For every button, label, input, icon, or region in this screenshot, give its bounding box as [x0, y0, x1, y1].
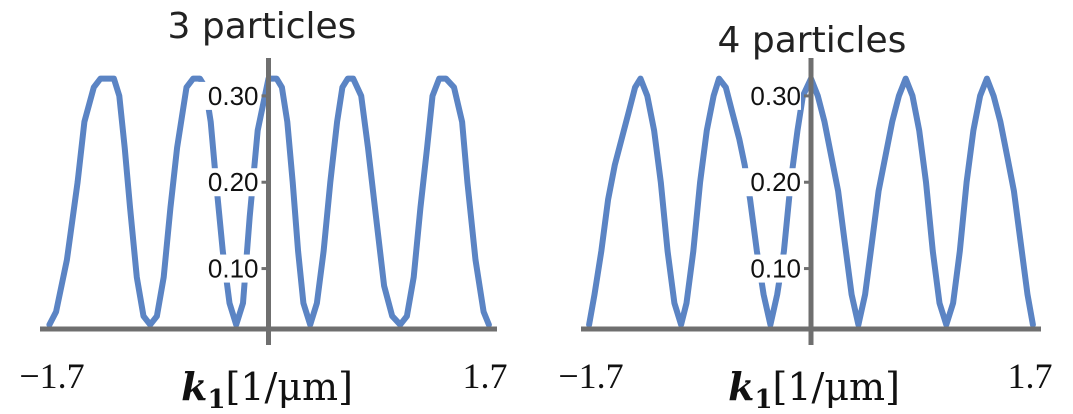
- y-tick-label-backdrop-1: [196, 168, 259, 197]
- y-tick-label-0: 0.10: [208, 254, 259, 284]
- series-layer: [46, 75, 492, 328]
- chart-title: 4 particles: [718, 20, 907, 61]
- x-tick-label-min: −1.7: [19, 356, 84, 396]
- y-tick-label-2: 0.30: [750, 81, 801, 111]
- x-axis-label: k1[1/μm]: [728, 364, 900, 414]
- x-tick-label-max: 1.7: [463, 356, 508, 396]
- chart-panel-4-particles: 4 particles 0.10 0.20 0.30 −1.7 1.7 k1[1/μ…: [558, 20, 1052, 414]
- y-tick-label-1: 0.20: [208, 167, 259, 197]
- y-tick-label-2: 0.30: [208, 81, 259, 111]
- y-tick-label-1: 0.20: [750, 167, 801, 197]
- y-ticks: 0.10 0.20 0.30: [196, 81, 269, 284]
- x-tick-label-max: 1.7: [1008, 356, 1053, 396]
- y-tick-label-backdrop-0: [196, 254, 259, 283]
- x-axis-label-var: k: [181, 364, 207, 409]
- x-axis-label-sub: 1: [754, 385, 772, 414]
- x-axis-label-unit: [1/μm]: [773, 365, 900, 409]
- y-tick-label-backdrop-2: [196, 81, 259, 110]
- chart-title: 3 particles: [168, 6, 357, 47]
- series-layer: [586, 75, 1036, 328]
- y-tick-label-backdrop-1: [739, 168, 801, 197]
- x-axis-label-var: k: [728, 364, 754, 409]
- x-axis-label-sub: 1: [207, 385, 225, 414]
- x-tick-label-min: −1.7: [558, 356, 623, 396]
- y-ticks: 0.10 0.20 0.30: [739, 81, 811, 284]
- series-line-0: [586, 75, 1036, 328]
- y-tick-label-0: 0.10: [750, 254, 801, 284]
- y-tick-label-backdrop-0: [739, 254, 801, 283]
- chart-panel-3-particles: 3 particles 0.10 0.20 0.30 −1.7 1.7 k1[1/μ…: [19, 6, 507, 414]
- y-tick-label-backdrop-2: [739, 81, 801, 110]
- x-axis-label: k1[1/μm]: [181, 364, 353, 414]
- series-line-0: [46, 75, 492, 328]
- x-axis-label-unit: [1/μm]: [226, 365, 353, 409]
